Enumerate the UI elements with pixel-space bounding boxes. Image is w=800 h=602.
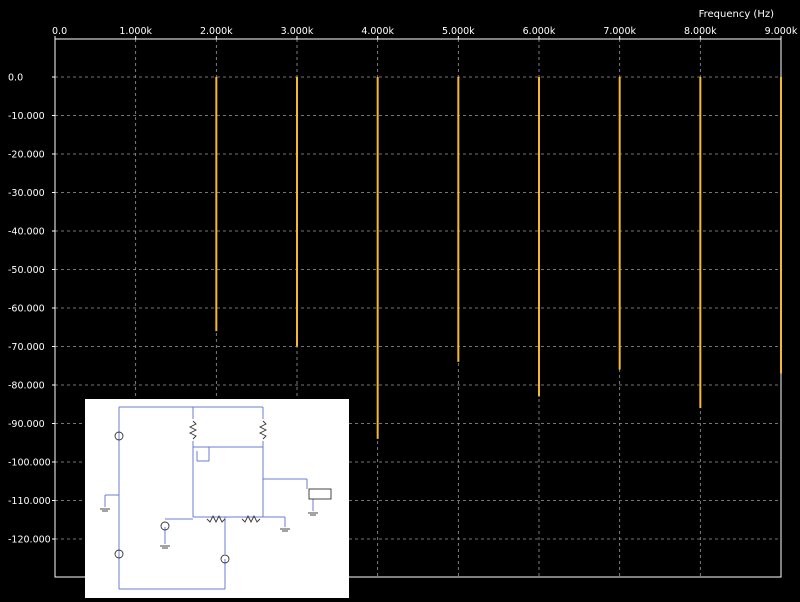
- y-tick-label: -30.000: [8, 188, 45, 199]
- y-tick-label: -90.000: [8, 419, 45, 430]
- y-tick-label: -40.000: [8, 227, 45, 238]
- schematic-resistor: [188, 420, 198, 440]
- spectrum-bars: [215, 77, 782, 439]
- x-tick-label: 5.000k: [442, 26, 475, 37]
- x-axis-title: Frequency (Hz): [699, 9, 775, 20]
- x-tick-label: 7.000k: [603, 26, 636, 37]
- x-axis-ticks: 0.0 1.000k 2.000k 3.000k 4.000k 5.000k 6.000k 7…: [52, 26, 798, 39]
- x-tick-label: 2.000k: [200, 26, 233, 37]
- x-tick-label: 3.000k: [281, 26, 314, 37]
- x-tick-label: 8.000k: [684, 26, 717, 37]
- y-axis-ticks: 0.0 -10.000 -20.000 -30.000 -40.000 -50.000 -6…: [8, 73, 55, 546]
- schematic-source: [114, 549, 124, 559]
- y-tick-label: -10.000: [8, 111, 45, 122]
- y-tick-label: 0.0: [8, 73, 23, 84]
- x-tick-label: 1.000k: [119, 26, 152, 37]
- x-tick-label: 9.000k: [765, 26, 798, 37]
- x-tick-label: 4.000k: [361, 26, 394, 37]
- x-tick-label: 0.0: [52, 26, 67, 37]
- y-tick-label: -70.000: [8, 342, 45, 353]
- y-tick-label: -60.000: [8, 304, 45, 315]
- circuit-schematic-inset[interactable]: [85, 399, 349, 598]
- y-tick-label: -120.000: [8, 535, 51, 546]
- schematic-source: [114, 431, 124, 441]
- y-tick-label: -50.000: [8, 265, 45, 276]
- circuit-schematic-icon: [100, 406, 332, 590]
- schematic-resistor: [258, 420, 268, 440]
- schematic-resistor: [206, 514, 226, 524]
- y-tick-label: -20.000: [8, 150, 45, 161]
- y-tick-label: -110.000: [8, 496, 51, 507]
- schematic-source: [220, 554, 230, 564]
- schematic-resistor: [241, 514, 261, 524]
- y-tick-label: -100.000: [8, 458, 51, 469]
- schematic-component: [308, 488, 332, 500]
- y-tick-label: -80.000: [8, 381, 45, 392]
- x-tick-label: 6.000k: [523, 26, 556, 37]
- schematic-source: [160, 521, 170, 531]
